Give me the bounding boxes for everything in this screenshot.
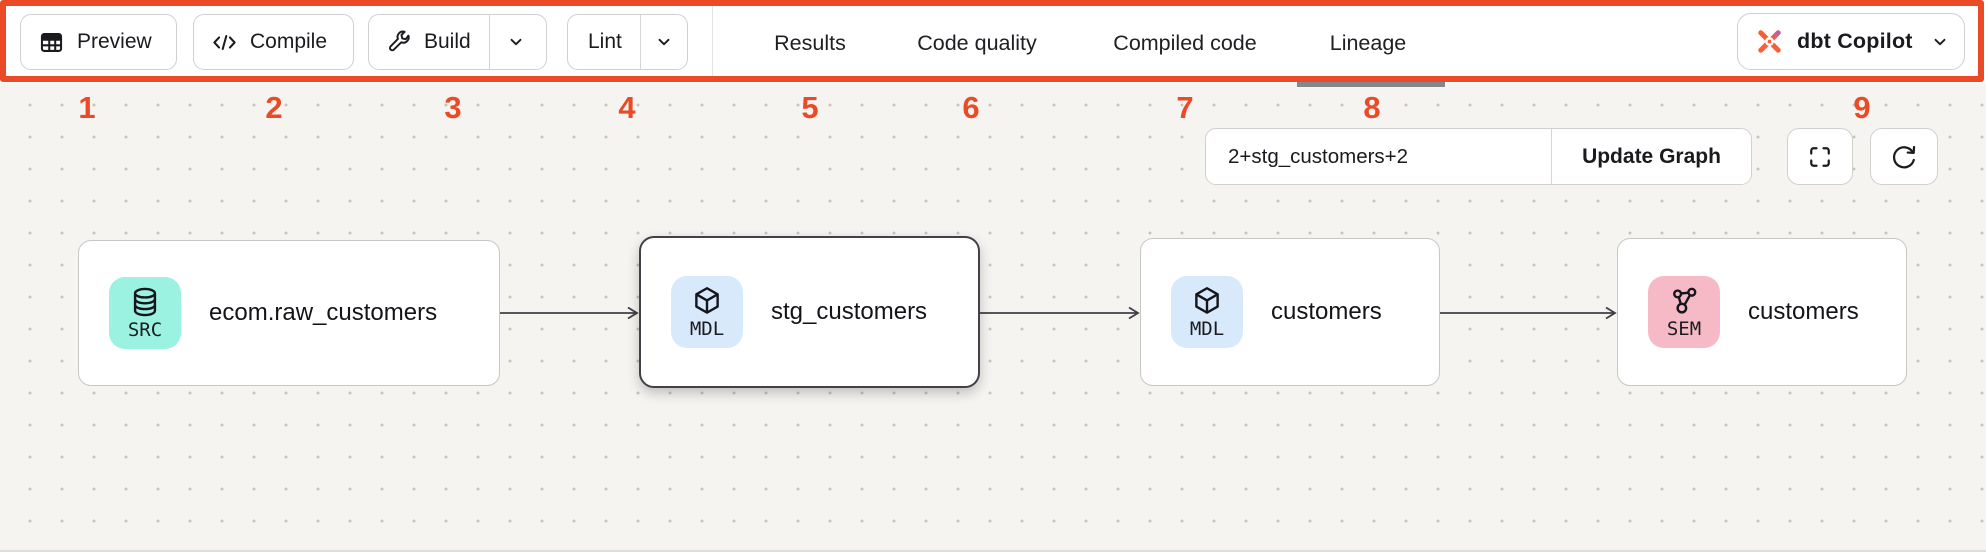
callout-7: 7 [1176,90,1194,125]
node-customers-semantic[interactable]: SEM customers [1617,238,1907,386]
node-ecom-raw-customers[interactable]: SRC ecom.raw_customers [78,240,500,386]
cube-icon [695,287,719,314]
button-divider [488,15,490,69]
badge-label: MDL [1189,318,1225,341]
callout-4: 4 [618,90,636,125]
source-badge: SRC [109,277,181,349]
build-button[interactable]: Build [368,14,547,70]
selector-divider [1551,129,1552,184]
dbt-logo-icon [1758,30,1781,53]
chevron-down-icon [658,38,670,46]
callout-6: 6 [962,90,980,125]
update-graph-button[interactable]: Update Graph [1552,129,1751,184]
lint-label: Lint [588,30,622,53]
copilot-label: dbt Copilot [1797,29,1913,53]
fullscreen-button[interactable] [1787,128,1853,185]
node-customers-model[interactable]: MDL customers [1140,238,1440,386]
table-icon [38,29,65,56]
badge-label: SEM [1666,318,1702,341]
preview-button[interactable]: Preview [20,14,177,70]
compile-button[interactable]: Compile [193,14,354,70]
wrench-icon [386,29,412,55]
bottom-edge [0,550,1986,552]
dbt-copilot-button[interactable]: dbt Copilot [1737,13,1965,70]
lint-dropdown[interactable] [641,15,687,69]
refresh-icon [1892,145,1916,168]
edge-arrow [500,306,639,320]
callout-5: 5 [801,90,819,125]
edge-arrow [980,306,1140,320]
top-toolbar: Preview Compile Build [0,0,1986,83]
compile-label: Compile [250,30,328,53]
tab-code-quality[interactable]: Code quality [917,31,1037,55]
code-icon [211,29,238,56]
semantic-badge: SEM [1648,276,1720,348]
node-title: customers [1271,298,1382,325]
callout-2: 2 [265,90,283,125]
tab-results[interactable]: Results [774,31,846,55]
callout-9: 9 [1853,90,1871,125]
callout-3: 3 [444,90,462,125]
tab-compiled-code[interactable]: Compiled code [1113,31,1257,55]
button-divider [639,15,641,69]
tab-lineage[interactable]: Lineage [1329,31,1407,55]
model-badge: MDL [671,276,743,348]
toolbar-divider [712,5,713,77]
refresh-button[interactable] [1870,128,1938,185]
node-title: customers [1748,298,1859,325]
callout-8: 8 [1363,90,1381,125]
build-label: Build [424,30,471,53]
active-tab-indicator [1297,82,1445,87]
node-stg-customers[interactable]: MDL stg_customers [639,236,980,388]
preview-label: Preview [77,30,152,53]
cube-icon [1195,287,1219,314]
node-title: stg_customers [771,298,928,325]
callout-1: 1 [78,90,96,125]
chevron-down-icon [510,38,522,46]
node-selector-input[interactable] [1206,129,1551,184]
node-selector-group: Update Graph [1205,128,1752,185]
database-icon [133,287,157,317]
edge-arrow [1440,306,1617,320]
chevron-down-icon [1934,38,1946,45]
fullscreen-icon [1810,146,1830,167]
semantic-icon [1673,287,1697,314]
model-badge: MDL [1171,276,1243,348]
badge-label: MDL [689,318,725,341]
build-dropdown[interactable] [490,15,542,69]
badge-label: SRC [127,319,163,342]
node-title: ecom.raw_customers [209,299,438,326]
lint-button[interactable]: Lint [567,14,688,70]
